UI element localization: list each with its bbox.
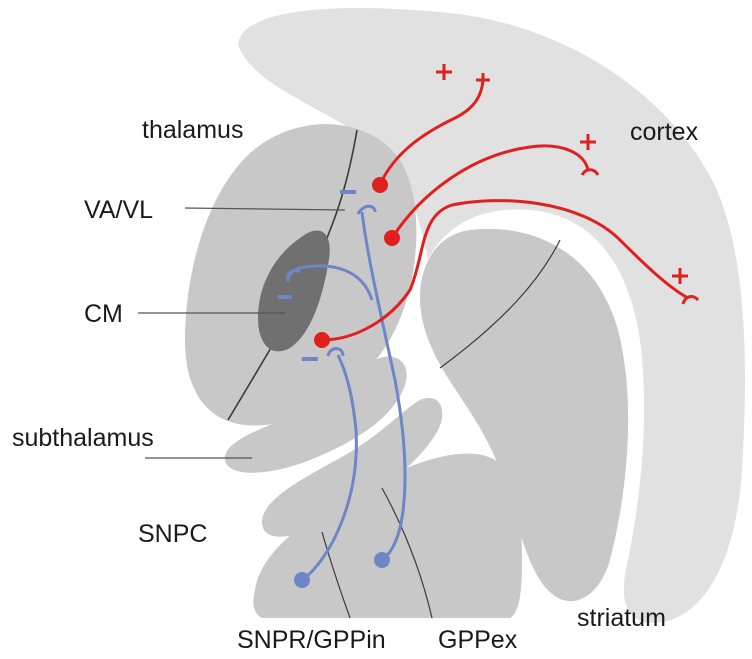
label-striatum: striatum	[577, 604, 666, 632]
label-subthalamus: subthalamus	[12, 424, 154, 452]
label-snpc: SNPC	[138, 520, 207, 548]
label-cm: CM	[84, 300, 123, 328]
label-va-vl: VA/VL	[84, 196, 153, 224]
minus-sign-cm	[278, 295, 292, 299]
minus-sign-vavl	[340, 190, 356, 194]
excitatory-soma-2	[384, 230, 400, 246]
inhibitory-soma-gppin	[374, 552, 390, 568]
inhibitory-soma-snpr	[294, 572, 310, 588]
label-snpr-gppin: SNPR/GPPin	[237, 626, 386, 654]
snpr-gpp-region	[253, 454, 522, 618]
minus-sign-lower	[302, 357, 318, 361]
excitatory-soma-1	[372, 177, 388, 193]
excitatory-soma-3	[314, 332, 330, 348]
label-thalamus: thalamus	[142, 116, 243, 144]
label-cortex: cortex	[630, 118, 699, 146]
label-gppex: GPPex	[438, 626, 518, 654]
